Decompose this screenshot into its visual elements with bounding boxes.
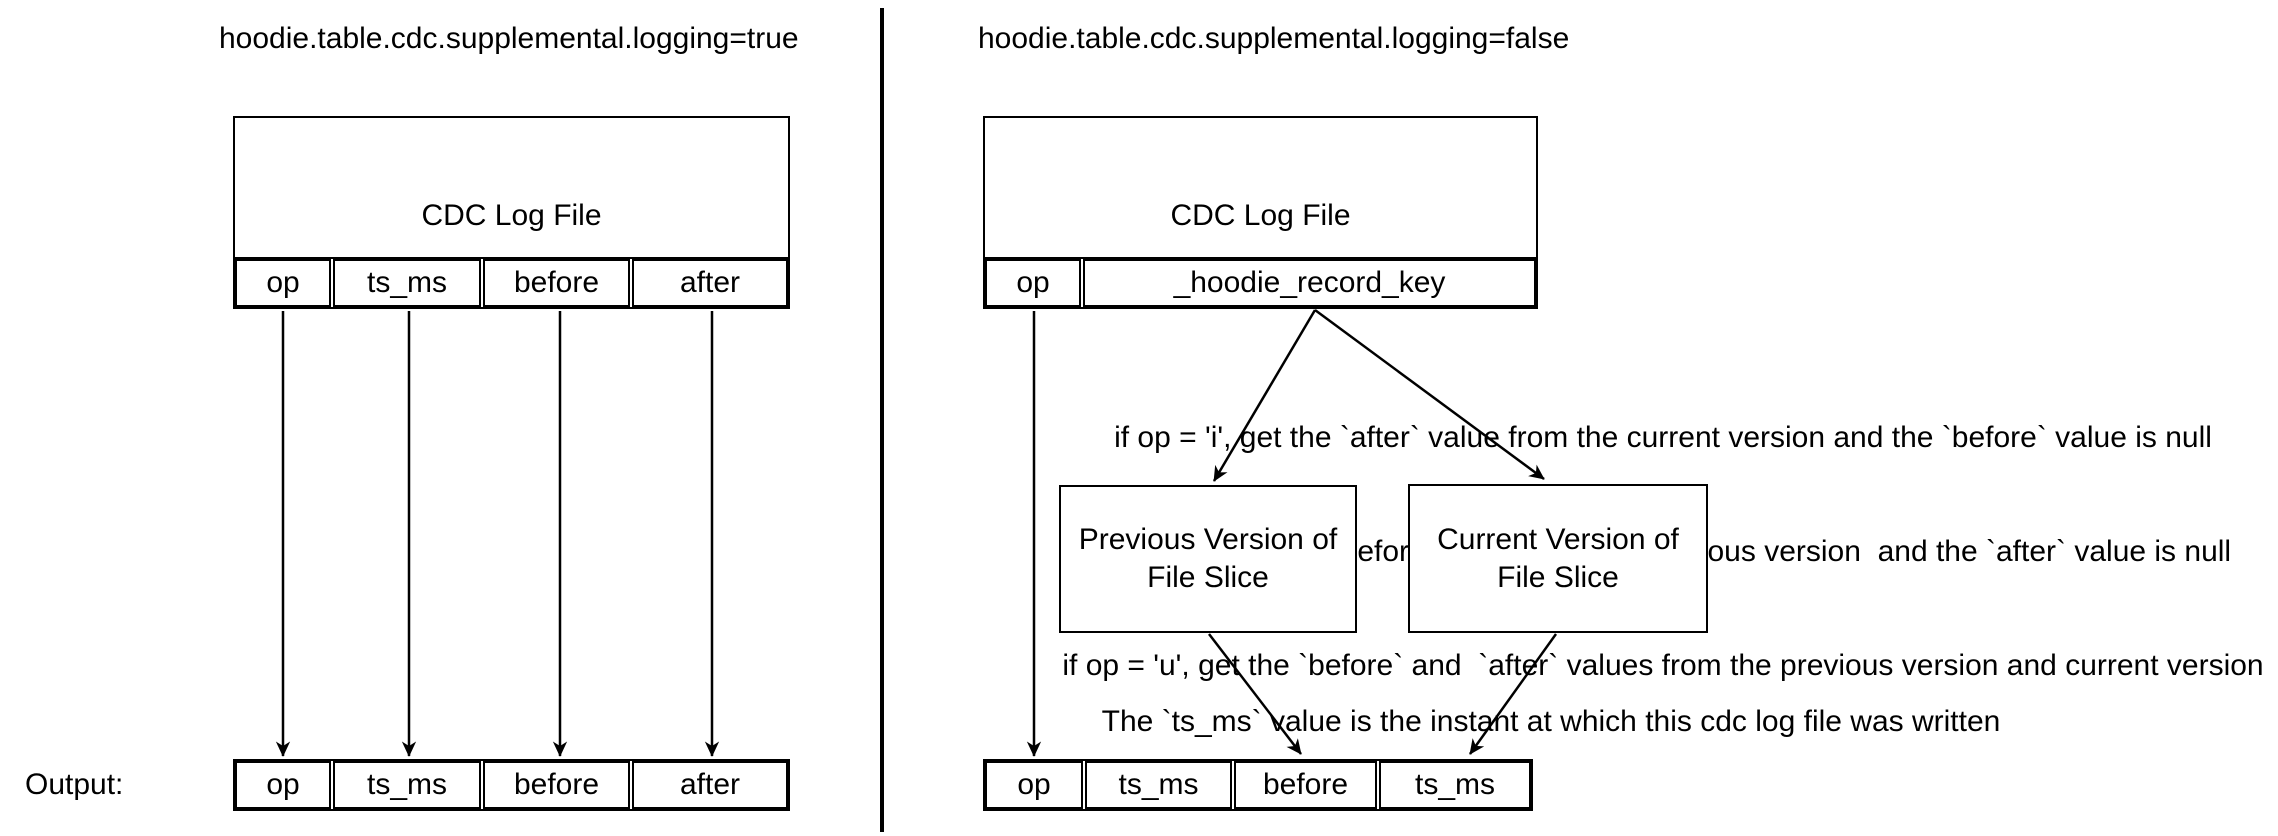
right-cdc-header-row: op _hoodie_record_key <box>985 257 1536 307</box>
left-header-cell-before: before <box>483 259 630 307</box>
left-output-cell-before: before <box>483 761 630 809</box>
left-cdc-header-row: op ts_ms before after <box>235 257 788 307</box>
left-output-cell-after: after <box>632 761 788 809</box>
right-panel-title: hoodie.table.cdc.supplemental.logging=fa… <box>978 22 1570 55</box>
panel-divider-line <box>880 8 884 832</box>
right-header-cell-record-key: _hoodie_record_key <box>1083 259 1536 307</box>
right-output-cell-ts-ms-2: ts_ms <box>1379 761 1531 809</box>
op-rule-update: if op = 'u', get the `before` and `after… <box>1062 649 2264 682</box>
right-cdc-log-file-box: CDC Log File op _hoodie_record_key <box>983 116 1538 309</box>
previous-version-box: Previous Version of File Slice <box>1059 485 1357 633</box>
left-output-row: op ts_ms before after <box>233 759 790 811</box>
left-output-cell-ts-ms: ts_ms <box>333 761 481 809</box>
left-header-cell-ts-ms: ts_ms <box>333 259 481 307</box>
left-header-cell-after: after <box>632 259 788 307</box>
ts-ms-note: The `ts_ms` value is the instant at whic… <box>1101 705 2001 738</box>
output-label: Output: <box>25 768 124 801</box>
right-output-cell-op: op <box>985 761 1083 809</box>
right-output-row: op ts_ms before ts_ms <box>983 759 1533 811</box>
right-cdc-log-file-title: CDC Log File <box>1170 198 1351 232</box>
right-output-cell-ts-ms: ts_ms <box>1085 761 1232 809</box>
left-output-cell-op: op <box>235 761 331 809</box>
left-cdc-log-file-box: CDC Log File op ts_ms before after <box>233 116 790 309</box>
current-version-box: Current Version of File Slice <box>1408 484 1708 633</box>
op-rule-insert: if op = 'i', get the `after` value from … <box>1114 421 2212 454</box>
left-cdc-log-file-title: CDC Log File <box>421 198 602 232</box>
left-header-cell-op: op <box>235 259 331 307</box>
left-panel-title: hoodie.table.cdc.supplemental.logging=tr… <box>219 22 799 55</box>
right-header-cell-op: op <box>985 259 1081 307</box>
right-output-cell-before: before <box>1234 761 1377 809</box>
